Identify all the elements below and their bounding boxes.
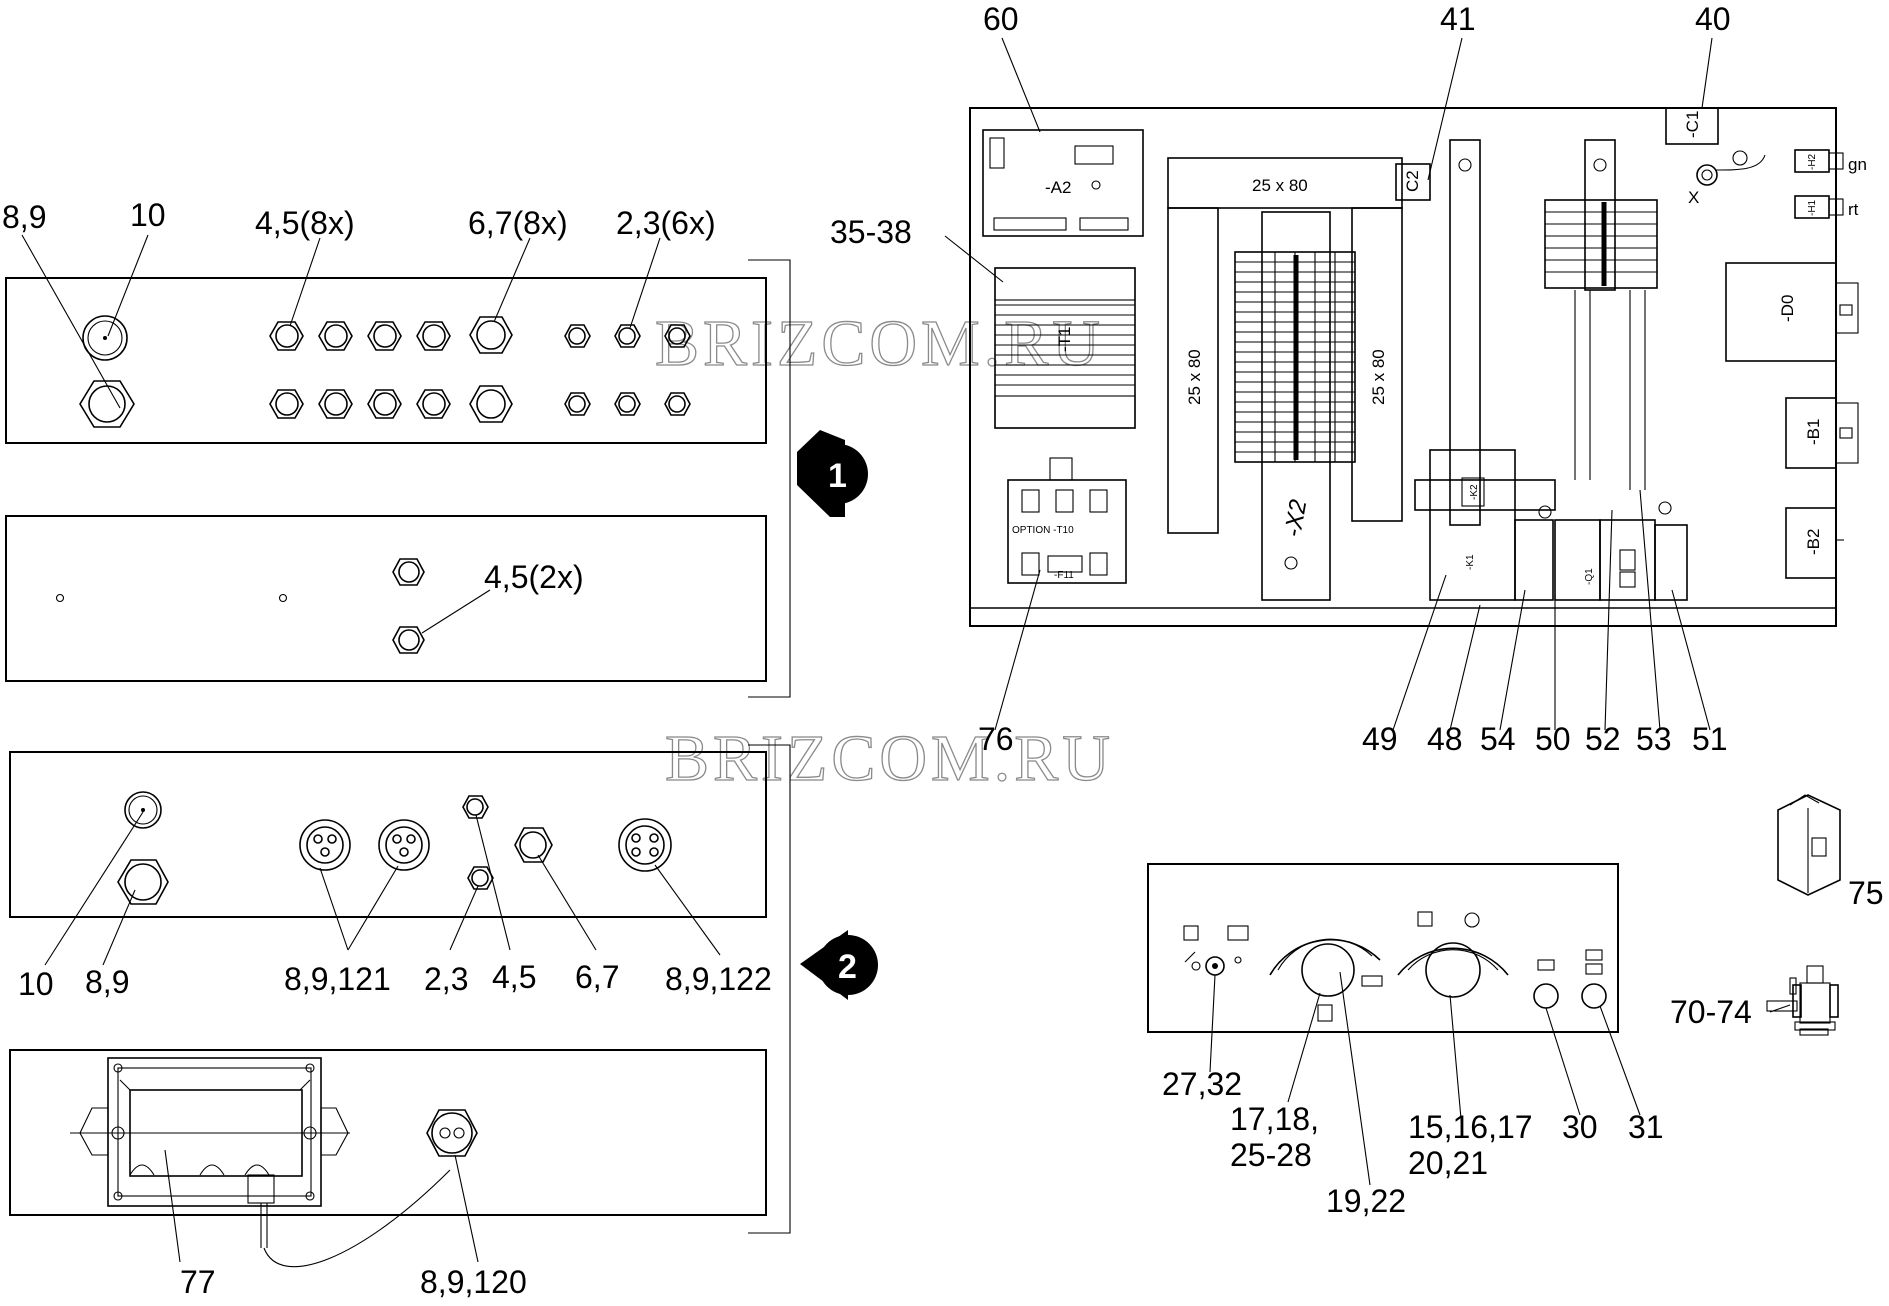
panel-2-bottom [9, 1049, 767, 1268]
label-c1: -C1 [1683, 111, 1702, 138]
callout-6-7: 6,7 [575, 959, 619, 995]
cabinet: -A2 OPTION -T10 -F11 25 x 80 25 x 80 25 … [944, 37, 1867, 731]
callout-41: 41 [1440, 1, 1476, 37]
part-70-74-sensor [1766, 965, 1839, 1036]
callout-4-5: 4,5 [492, 959, 536, 995]
leader-70-74 [1769, 1004, 1791, 1013]
callout-2-3: 2,3 [424, 961, 468, 997]
svg-text:1: 1 [828, 457, 847, 495]
callout-8-9-120: 8,9,120 [420, 1264, 527, 1300]
control-panel [1147, 863, 1641, 1186]
label-rt: rt [1848, 200, 1859, 219]
callout-8-9-121: 8,9,121 [284, 961, 391, 997]
panel-1-bottom [5, 515, 767, 682]
label-duct-left: 25 x 80 [1185, 349, 1204, 405]
svg-text:2: 2 [838, 948, 857, 986]
callout-53: 53 [1636, 721, 1672, 757]
watermark-middle: BRIZCOM.RU [665, 722, 1114, 795]
callout-10-b: 10 [18, 966, 54, 1002]
label-h2: -H2 [1807, 153, 1818, 170]
label-x: X [1688, 188, 1699, 207]
callout-52: 52 [1585, 721, 1621, 757]
callout-27-32: 27,32 [1162, 1066, 1242, 1102]
callout-4-5-2x: 4,5(2x) [484, 559, 584, 595]
label-duct-top: 25 x 80 [1252, 176, 1308, 195]
label-k1: -K1 [1465, 554, 1476, 570]
callout-2-3-6x: 2,3(6x) [616, 205, 716, 241]
indicator-arrow-2: 2 [800, 930, 878, 1000]
callout-77: 77 [180, 1264, 216, 1300]
label-d0: -D0 [1778, 295, 1797, 322]
label-k2: -K2 [1469, 484, 1480, 500]
callout-17-18: 17,18, [1230, 1101, 1319, 1137]
callout-35-38: 35-38 [830, 214, 912, 250]
callout-50: 50 [1535, 721, 1571, 757]
callout-8-9-122: 8,9,122 [665, 961, 772, 997]
callout-76: 76 [978, 721, 1014, 757]
watermark-top: BRIZCOM.RU [655, 307, 1104, 380]
callout-51: 51 [1692, 721, 1728, 757]
callout-75: 75 [1848, 875, 1884, 911]
callout-8-9-b: 8,9 [85, 964, 129, 1000]
callout-40: 40 [1695, 1, 1731, 37]
callout-54: 54 [1480, 721, 1516, 757]
label-x2: -X2 [1279, 498, 1312, 539]
bracket-2 [748, 744, 791, 1234]
label-f11: -F11 [1054, 570, 1074, 581]
label-t1: -T1 [1055, 327, 1074, 353]
label-duct-right: 25 x 80 [1369, 349, 1388, 405]
panel-2-top [9, 751, 767, 966]
callout-19-22: 19,22 [1326, 1183, 1406, 1219]
callout-30: 30 [1562, 1109, 1598, 1145]
label-a2: -A2 [1045, 178, 1071, 197]
label-gn: gn [1848, 155, 1867, 174]
callout-4-5-8x: 4,5(8x) [255, 205, 355, 241]
indicator-arrow-1: 1 [797, 430, 868, 517]
label-h1: -H1 [1807, 199, 1818, 216]
callout-60: 60 [983, 1, 1019, 37]
callout-49: 49 [1362, 721, 1398, 757]
callout-70-74: 70-74 [1670, 994, 1752, 1030]
callout-10: 10 [130, 197, 166, 233]
label-option-t10: OPTION -T10 [1012, 525, 1074, 536]
bracket-1 [748, 259, 791, 698]
label-b1: -B1 [1804, 419, 1823, 445]
callout-48: 48 [1427, 721, 1463, 757]
callout-31: 31 [1628, 1109, 1664, 1145]
callout-25-28: 25-28 [1230, 1137, 1312, 1173]
panel-1-top [5, 234, 767, 444]
label-c2: C2 [1403, 170, 1422, 192]
callout-20-21: 20,21 [1408, 1145, 1488, 1181]
callout-6-7-8x: 6,7(8x) [468, 205, 568, 241]
part-75-breaker [1777, 794, 1841, 896]
label-q1: -Q1 [1584, 568, 1595, 585]
callout-15-16-17: 15,16,17 [1408, 1109, 1533, 1145]
label-b2: -B2 [1804, 529, 1823, 555]
callout-8-9: 8,9 [2, 199, 46, 235]
